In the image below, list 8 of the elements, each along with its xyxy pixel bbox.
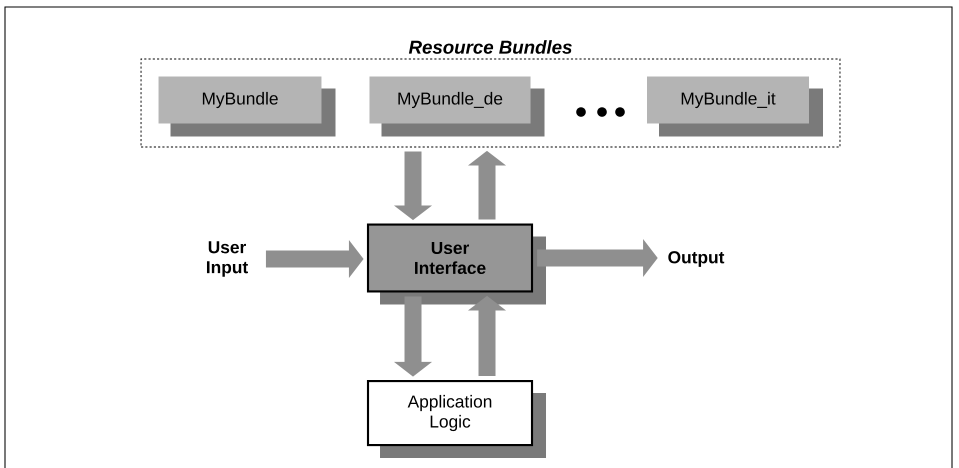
bundle-box: MyBundle_it: [647, 76, 824, 136]
interface-box: User Interface: [366, 223, 546, 304]
flow-label: User Input: [206, 241, 248, 277]
flow-label: Output: [668, 251, 724, 267]
bundle-box: MyBundle: [158, 76, 336, 136]
logic-box: Application Logic: [366, 380, 546, 458]
bundle-box: MyBundle_de: [369, 76, 544, 136]
node-label: Resource Bundles: [408, 40, 572, 54]
